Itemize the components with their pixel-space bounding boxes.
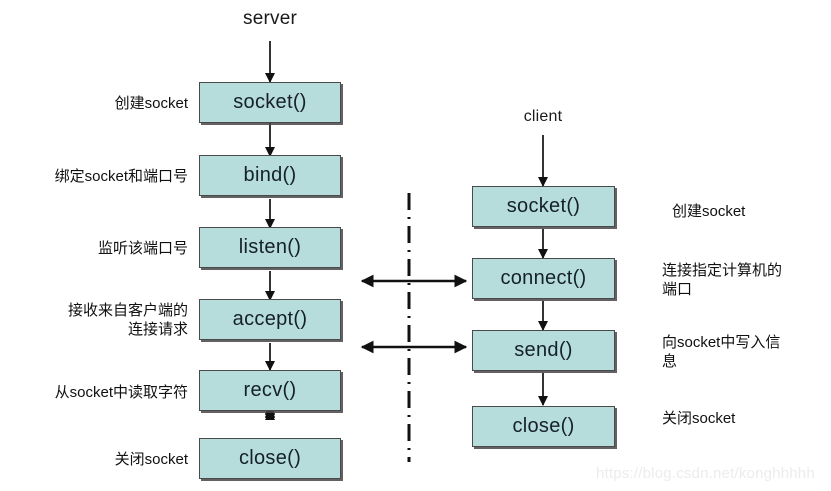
- client-node-connect[interactable]: connect(): [472, 258, 615, 299]
- server-note-listen: 监听该端口号: [97, 240, 188, 257]
- client-note-connect: 连接指定计算机的 端口: [662, 262, 783, 299]
- server-note-close: 关闭socket: [114, 451, 188, 468]
- server-note-bind: 绑定socket和端口号: [54, 168, 188, 185]
- server-node-socket[interactable]: socket(): [199, 82, 341, 123]
- watermark-text: https://blog.csdn.net/konghhhhh: [596, 465, 815, 482]
- client-column-header: client: [523, 108, 563, 125]
- server-node-accept[interactable]: accept(): [199, 299, 341, 340]
- server-node-listen[interactable]: listen(): [199, 227, 341, 268]
- client-node-send[interactable]: send(): [472, 330, 615, 371]
- server-node-bind[interactable]: bind(): [199, 155, 341, 196]
- server-column-header: server: [243, 8, 297, 29]
- client-note-close: 关闭socket: [662, 410, 736, 427]
- server-note-accept: 接收来自客户端的 连接请求: [67, 302, 188, 339]
- server-note-recv: 从socket中读取字符: [54, 384, 188, 401]
- server-note-socket: 创建socket: [114, 95, 188, 112]
- client-node-close[interactable]: close(): [472, 406, 615, 447]
- server-node-close[interactable]: close(): [199, 438, 341, 479]
- client-note-socket: 创建socket: [672, 203, 746, 220]
- server-node-recv[interactable]: recv(): [199, 370, 341, 411]
- client-note-send: 向socket中写入信 息: [662, 334, 781, 371]
- client-node-socket[interactable]: socket(): [472, 186, 615, 227]
